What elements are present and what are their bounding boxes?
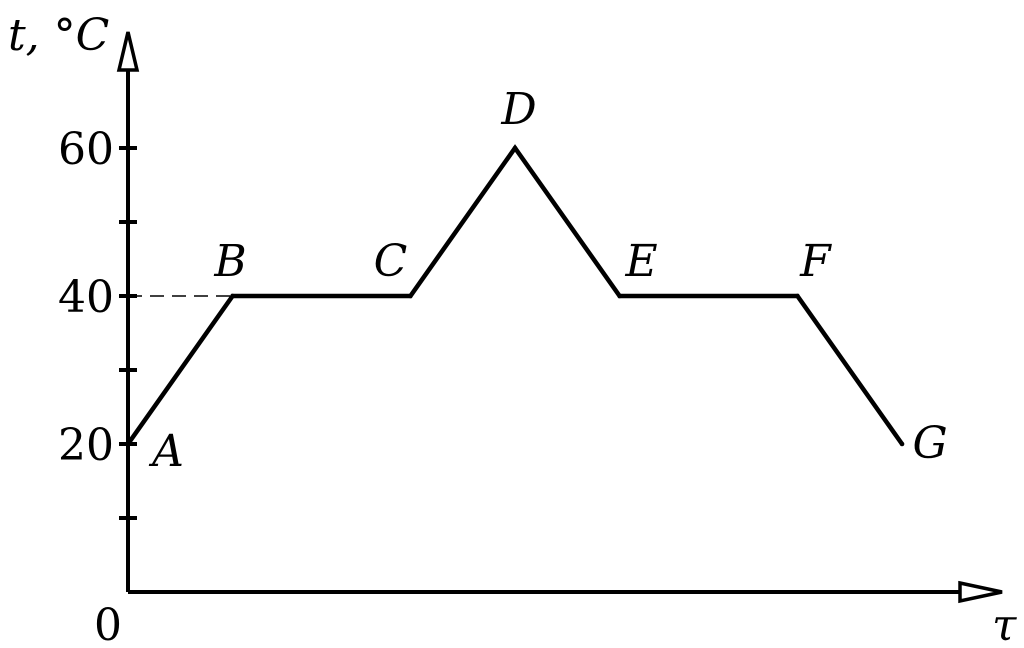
point-G [899,441,905,447]
x-axis-arrow-icon [958,580,1003,604]
temperature-series-line [126,144,904,446]
point-label-B: B [213,236,246,287]
y-tick-label-20: 20 [58,420,114,471]
point-F [795,293,800,299]
axes [116,31,1003,604]
x-axis-label: τ [992,600,1017,648]
series [125,144,905,447]
point-B [230,293,235,299]
point-label-G: G [912,418,947,469]
point-C [408,293,413,299]
y-tick-labels: 20 40 60 [58,124,114,471]
point-label-A: A [148,426,184,477]
y-tick-label-40: 40 [58,272,114,323]
point-A [125,441,131,447]
y-axis-arrow-icon [116,31,140,72]
point-D [512,145,518,151]
point-label-C: C [374,236,408,287]
y-axis-label: t, °C [8,10,109,61]
point-label-D: D [500,84,536,135]
point-label-E: E [625,236,658,287]
y-axis-label-var: t, °C [8,10,109,61]
y-tick-label-60: 60 [58,124,114,175]
point-label-F: F [799,236,832,287]
point-labels: A B C D E F G [148,84,948,477]
point-E [617,293,622,299]
origin-label: 0 [94,600,122,648]
